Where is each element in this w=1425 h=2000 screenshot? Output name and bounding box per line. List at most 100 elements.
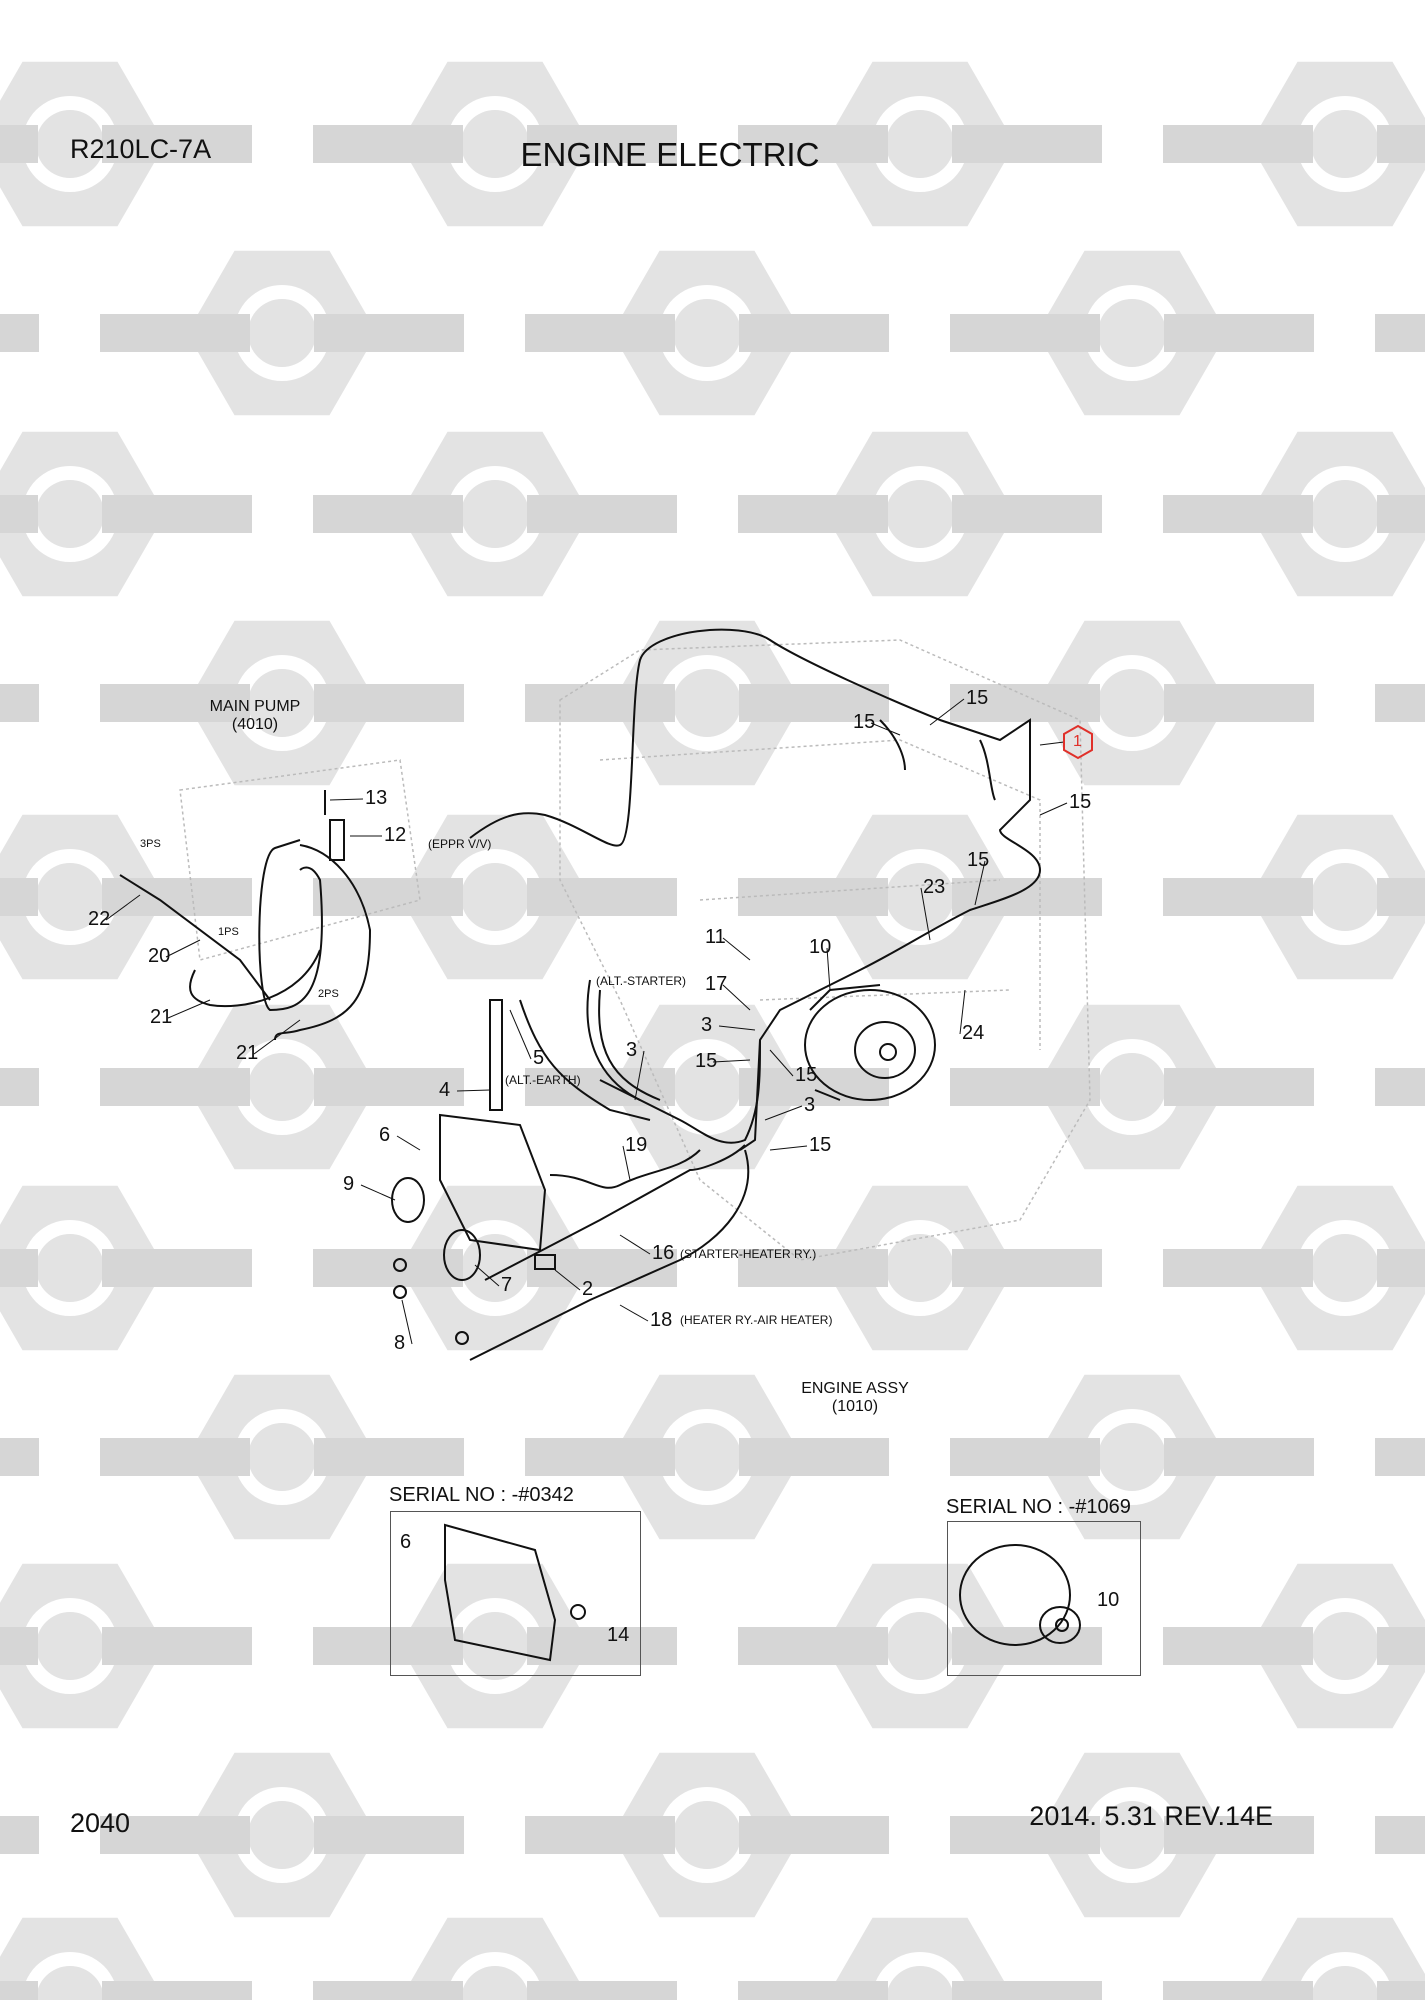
inset-b-alternator [959, 1544, 1081, 1646]
watermark-logo [0, 1068, 39, 1106]
callout-number: 5 [533, 1047, 545, 1069]
leader-line [474, 1264, 500, 1287]
watermark-logo [313, 61, 677, 227]
page-title: ENGINE ELECTRIC [520, 136, 820, 173]
watermark-logo [525, 1752, 889, 1918]
watermark-logo [0, 1917, 252, 2000]
watermark-logo [313, 814, 677, 980]
callout-number: 20 [148, 945, 171, 967]
leader-line [329, 798, 364, 801]
leader-line [509, 1009, 532, 1060]
callout-number: 16 [652, 1242, 675, 1264]
inset-a-serial: SERIAL NO : -#0342 [389, 1484, 574, 1506]
watermark-logo [738, 814, 1102, 980]
callout-number: 15 [853, 711, 876, 733]
watermark-logo [0, 814, 252, 980]
leader-line [826, 947, 831, 991]
watermark-logo [0, 1816, 39, 1854]
callout-number: 24 [962, 1022, 985, 1044]
leader-line [870, 722, 901, 736]
inset-a-callout: 14 [607, 1624, 630, 1646]
revision-label: 2014. 5.31 REV.14E [1029, 1801, 1273, 1831]
watermark-logo [1375, 684, 1425, 722]
note-alt-earth: (ALT.-EARTH) [505, 1073, 581, 1087]
leader-line [769, 1049, 794, 1077]
leader-line [974, 860, 986, 906]
callout-number: 12 [384, 824, 407, 846]
leader-line [712, 1059, 751, 1063]
leader-line [1039, 741, 1065, 746]
leader-line [167, 999, 211, 1019]
inset-b-serial: SERIAL NO : -#1069 [946, 1496, 1131, 1518]
watermark-logo [100, 1752, 464, 1918]
watermark-logo [950, 1004, 1314, 1170]
leader-line [764, 1105, 803, 1121]
watermark-logo [0, 1185, 252, 1351]
callout-number: 2 [582, 1278, 594, 1300]
callout-number: 17 [705, 973, 728, 995]
main-pump-label: MAIN PUMP (4010) [205, 698, 305, 734]
watermark-logo [0, 61, 252, 227]
watermark-logo [0, 431, 252, 597]
engine-assy-code: (1010) [831, 1398, 879, 1415]
watermark-logo [313, 1563, 677, 1729]
note-1ps: 1PS [218, 926, 239, 938]
leader-line [959, 989, 966, 1035]
page-number: 2040 [70, 1808, 131, 1838]
callout-number: 15 [1069, 791, 1092, 813]
watermark-logo [1375, 1816, 1425, 1854]
inset-b-box [947, 1521, 1141, 1676]
note-eppr: (EPPR V/V) [428, 837, 492, 851]
callout-number: 10 [809, 936, 832, 958]
watermark-logo [525, 1374, 889, 1540]
leader-line [722, 937, 751, 961]
callout-number: 21 [236, 1042, 259, 1064]
wire-harness [469, 628, 1042, 1361]
watermark-logo [100, 1374, 464, 1540]
inset-a-box [390, 1511, 641, 1676]
pressure-sensor-lines [119, 790, 372, 1041]
watermark-logo [738, 1917, 1102, 2000]
engine-outline [179, 639, 1091, 1261]
watermark-logo [1163, 1185, 1425, 1351]
callout-number: 15 [795, 1064, 818, 1086]
watermark-logo [525, 620, 889, 786]
engine-assy-name: ENGINE ASSY [801, 1380, 909, 1397]
watermark-logo [1163, 1917, 1425, 2000]
watermark-logo [950, 250, 1314, 416]
watermark-logo [0, 314, 39, 352]
leader-line [1039, 802, 1068, 816]
leader-line [165, 939, 201, 958]
callout-number: 15 [809, 1134, 832, 1156]
callout-number: 3 [701, 1014, 713, 1036]
watermark-logo [100, 1004, 464, 1170]
inset-a-callout: 6 [400, 1531, 412, 1553]
leader-line [253, 1019, 301, 1055]
leader-line [769, 1145, 808, 1151]
callout-number: 8 [394, 1332, 406, 1354]
watermark-logo [950, 1752, 1314, 1918]
inset-a-bracket [444, 1523, 586, 1662]
callout-number: 15 [967, 849, 990, 871]
callout-number: 15 [695, 1050, 718, 1072]
leader-line [105, 894, 141, 921]
callout-number: 11 [705, 926, 726, 948]
watermark-logo [100, 250, 464, 416]
leader-line [622, 1145, 631, 1181]
callout-number: 13 [365, 787, 388, 809]
leader-line [634, 1050, 645, 1101]
watermark-logo [950, 620, 1314, 786]
callout-number: 3 [626, 1039, 638, 1061]
callout-number: 7 [501, 1274, 513, 1296]
watermark-logo [100, 620, 464, 786]
watermark-logo [0, 1563, 252, 1729]
leader-line [920, 887, 931, 941]
watermark-logo [0, 684, 39, 722]
bracket-and-relays [391, 999, 556, 1345]
alternator-part [804, 984, 936, 1101]
inset-b-callout: 10 [1097, 1589, 1120, 1611]
callout-number: 15 [966, 687, 989, 709]
callout-leaders [105, 698, 1068, 1345]
